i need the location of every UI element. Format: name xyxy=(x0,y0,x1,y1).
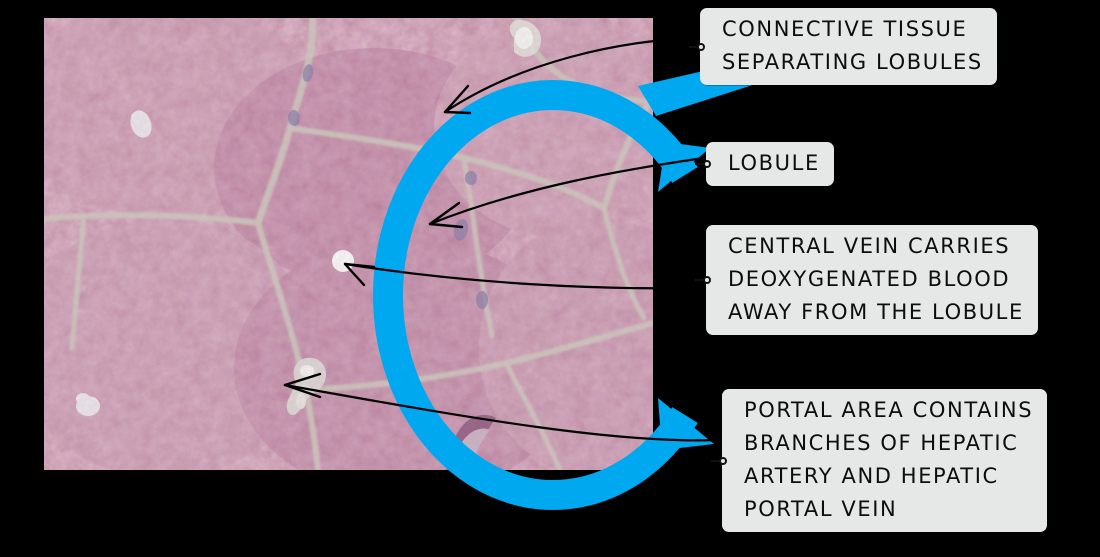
label-connector-knob xyxy=(695,160,713,169)
label-line: CENTRAL VEIN CARRIES xyxy=(728,234,1011,258)
portal-area-label[interactable]: PORTAL AREA CONTAINS BRANCHES OF HEPATIC… xyxy=(711,389,1048,532)
label-connector-knob xyxy=(695,276,713,285)
connective-tissue-label[interactable]: CONNECTIVE TISSUE SEPARATING LOBULES xyxy=(689,8,997,85)
label-line: DEOXYGENATED BLOOD xyxy=(728,267,1011,291)
label-line: SEPARATING LOBULES xyxy=(722,50,983,74)
micrograph-svg xyxy=(44,18,653,470)
label-line: CONNECTIVE TISSUE xyxy=(722,17,968,41)
lobule-label[interactable]: LOBULE xyxy=(695,142,834,186)
arrowhead-bottom xyxy=(658,398,714,450)
label-line: ARTERY AND HEPATIC xyxy=(744,464,999,488)
central-vein-label[interactable]: CENTRAL VEIN CARRIES DEOXYGENATED BLOOD … xyxy=(695,225,1038,335)
label-line: BRANCHES OF HEPATIC xyxy=(744,431,1019,455)
label-line: AWAY FROM THE LOBULE xyxy=(728,300,1024,324)
label-connector-knob xyxy=(711,456,729,465)
liver-micrograph-image xyxy=(44,18,653,470)
label-connector-knob xyxy=(689,42,707,51)
label-line: PORTAL VEIN xyxy=(744,497,898,521)
label-line: LOBULE xyxy=(728,151,820,175)
label-line: PORTAL AREA CONTAINS xyxy=(744,398,1034,422)
